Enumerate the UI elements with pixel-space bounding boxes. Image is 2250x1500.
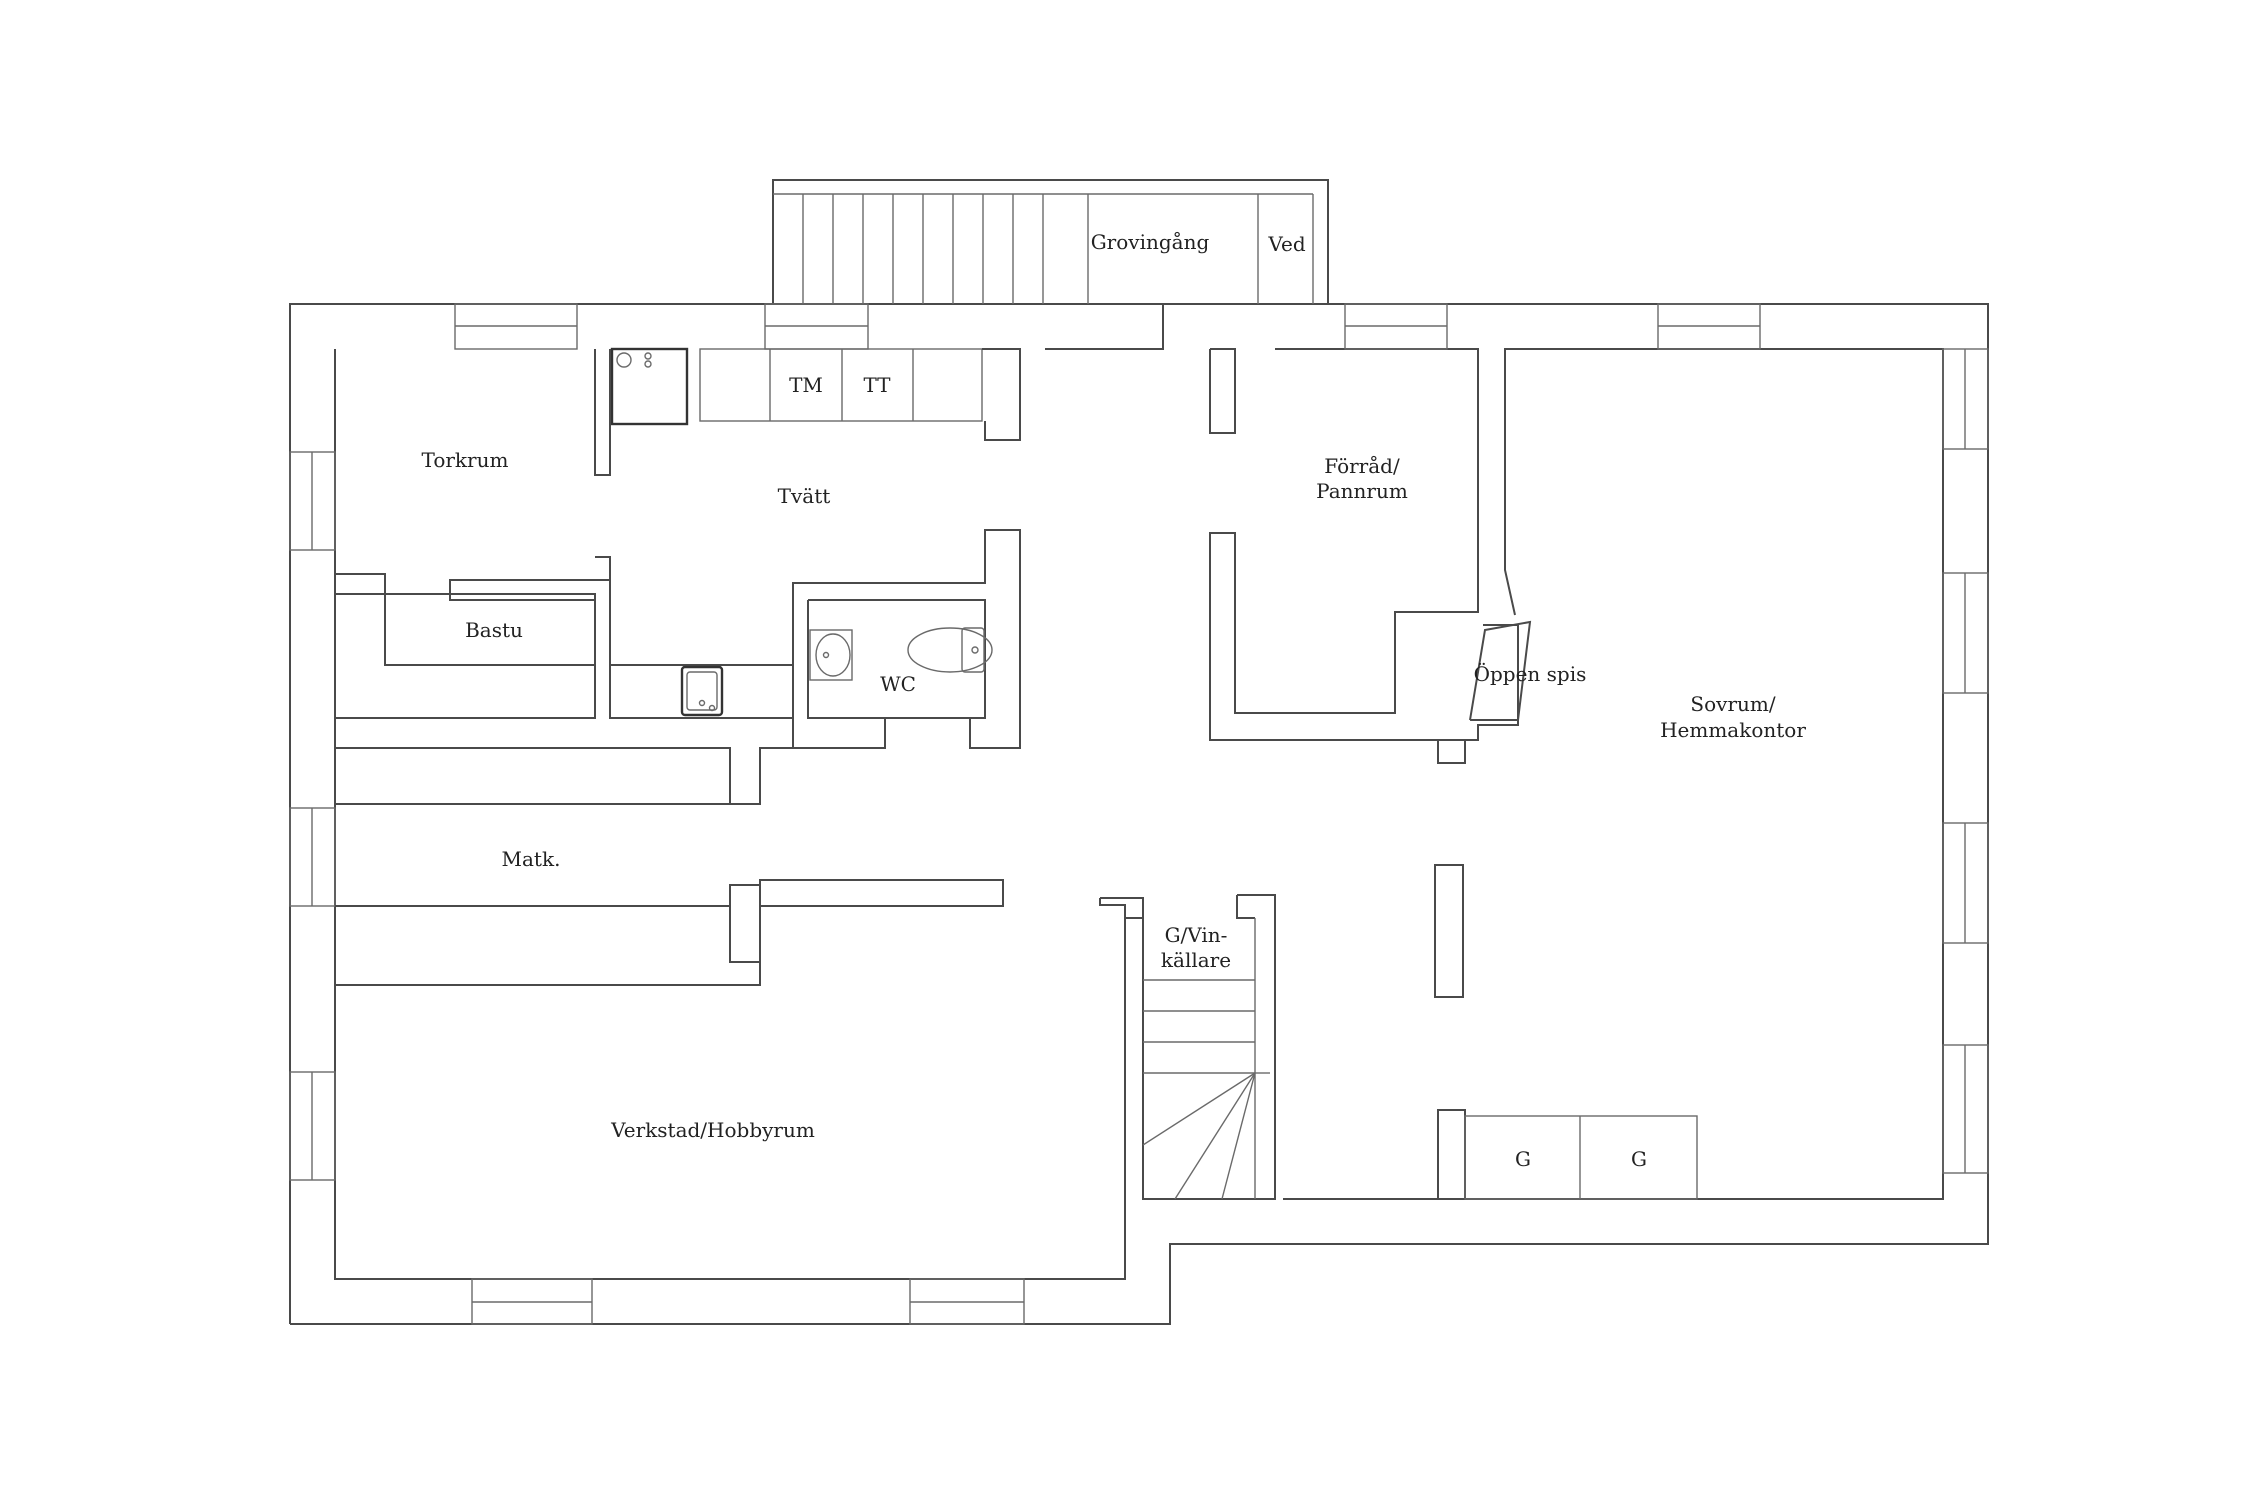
- label-g-2: G: [1631, 1147, 1647, 1171]
- label-oppen-spis: Öppen spis: [1474, 661, 1587, 686]
- windows-bottom: [471, 1278, 1025, 1325]
- label-tt: TT: [863, 373, 891, 397]
- storage-boxes: [1437, 1109, 1698, 1200]
- stairs: [1100, 894, 1276, 1200]
- label-wc: WC: [880, 672, 916, 696]
- label-bastu: Bastu: [465, 618, 523, 642]
- windows-right: [1942, 348, 1989, 1174]
- label-forrad-line1: Förråd/: [1324, 454, 1400, 478]
- shower: [610, 347, 689, 426]
- label-sovrum-line2: Hemmakontor: [1660, 718, 1806, 742]
- label-sovrum-line1: Sovrum/: [1690, 692, 1775, 716]
- label-tvatt: Tvätt: [778, 484, 831, 508]
- kitchen-sink: [680, 665, 724, 717]
- label-torkrum: Torkrum: [422, 448, 509, 472]
- wc-fixtures: [809, 627, 993, 681]
- label-g-1: G: [1515, 1147, 1531, 1171]
- exterior-walls: [289, 303, 1989, 1325]
- structural-elements: [1434, 620, 1532, 998]
- windows-left: [289, 451, 336, 1181]
- label-vinkallare-line2: källare: [1161, 948, 1231, 972]
- interior-walls: [335, 349, 1021, 986]
- label-matk: Matk.: [502, 847, 561, 871]
- room-labels: Grovingång Ved TM TT Torkrum Tvätt Förrå…: [422, 230, 1807, 1171]
- label-vinkallare-line1: G/Vin-: [1165, 923, 1228, 947]
- label-verkstad: Verkstad/Hobbyrum: [610, 1118, 815, 1142]
- label-grovingang: Grovingång: [1091, 230, 1210, 254]
- label-ved: Ved: [1267, 232, 1305, 256]
- laundry-counter: [699, 348, 1021, 441]
- entrance-annex: [772, 179, 1329, 304]
- label-forrad-line2: Pannrum: [1316, 479, 1408, 503]
- label-tm: TM: [789, 373, 823, 397]
- windows-top: [454, 303, 1761, 350]
